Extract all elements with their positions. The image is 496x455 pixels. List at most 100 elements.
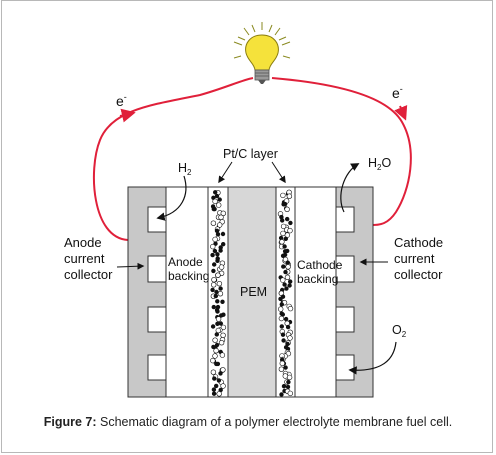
electron-label-right: e- <box>392 84 403 101</box>
catalyst-particle <box>215 299 220 304</box>
catalyst-particle <box>279 324 284 329</box>
catalyst-particle <box>287 390 293 397</box>
catalyst-particle <box>287 283 292 288</box>
pt-c-pointer-left <box>218 161 233 184</box>
catalyst-particle <box>283 269 288 275</box>
catalyst-particle <box>278 315 285 322</box>
catalyst-particle <box>216 378 222 383</box>
catalyst-particle <box>217 222 223 228</box>
catalyst-particle <box>215 272 221 278</box>
catalyst-particle <box>220 367 226 373</box>
catalyst-particle <box>220 231 226 237</box>
catalyst-particle <box>281 384 287 389</box>
h2o-label: H2O <box>368 156 391 172</box>
catalyst-particle <box>221 312 226 317</box>
caption-text: Schematic diagram of a polymer electroly… <box>96 415 453 429</box>
catalyst-particle <box>283 316 289 322</box>
catalyst-particle <box>217 197 222 202</box>
catalyst-particle <box>210 220 217 226</box>
catalyst-particle <box>210 357 216 364</box>
catalyst-particle <box>282 256 289 263</box>
catalyst-particle <box>215 321 220 326</box>
catalyst-particle <box>220 210 227 217</box>
pt-c-pointer-right <box>271 161 286 184</box>
catalyst-particle <box>211 391 217 396</box>
catalyst-particle <box>216 281 223 287</box>
catalyst-particle <box>212 376 217 381</box>
catalyst-particle <box>217 291 224 297</box>
catalyst-particle <box>282 373 288 379</box>
catalyst-particle <box>213 293 219 299</box>
catalyst-particle <box>212 198 218 205</box>
catalyst-particle <box>216 391 222 397</box>
catalyst-particle <box>280 218 285 223</box>
catalyst-particle <box>285 260 290 265</box>
catalyst-particle <box>280 253 286 259</box>
catalyst-particle <box>214 332 220 337</box>
catalyst-particle <box>212 337 218 343</box>
catalyst-particle <box>219 352 226 358</box>
catalyst-particle <box>281 338 286 343</box>
anode-collector-label: Anode current collector <box>64 235 113 282</box>
figure-caption: Figure 7: Schematic diagram of a polymer… <box>0 415 496 429</box>
electron-arrow-icon <box>394 104 408 121</box>
cathode-backing <box>294 186 337 398</box>
catalyst-particle <box>212 248 218 254</box>
catalyst-particle <box>221 242 226 247</box>
catalyst-particle <box>220 324 227 331</box>
anode-current-collector <box>127 186 167 398</box>
catalyst-particle <box>210 287 215 293</box>
figure-label: Figure 7: <box>43 415 97 429</box>
o2-label: O2 <box>392 323 407 339</box>
catalyst-particle <box>284 286 289 291</box>
catalyst-particle <box>218 286 223 291</box>
catalyst-particle <box>280 332 286 337</box>
pt-c-layer-label: Pt/C layer <box>223 147 278 161</box>
catalyst-particle <box>213 190 218 195</box>
pem-label: PEM <box>240 285 267 299</box>
catalyst-particle <box>286 193 293 199</box>
catalyst-particle <box>220 383 226 389</box>
flow-arrow-icon <box>156 175 187 221</box>
catalyst-particle <box>216 202 222 208</box>
catalyst-particle <box>281 202 286 207</box>
catalyst-particle <box>215 327 222 334</box>
catalyst-particles <box>210 189 294 397</box>
catalyst-particle <box>286 379 291 385</box>
catalyst-particle <box>218 214 224 221</box>
catalyst-particle <box>212 236 218 243</box>
circuit-wire <box>92 77 254 241</box>
catalyst-particle <box>278 306 284 312</box>
catalyst-particle <box>285 248 290 254</box>
catalyst-particle <box>214 307 220 313</box>
catalyst-particle <box>210 369 217 375</box>
catalyst-particle <box>211 277 217 283</box>
anode-backing-label: Anode backing <box>168 255 209 283</box>
catalyst-particle <box>279 302 284 307</box>
catalyst-particle <box>211 282 217 288</box>
catalyst-particle <box>218 248 223 253</box>
catalyst-particle <box>210 324 216 329</box>
catalyst-particle <box>283 236 288 242</box>
circuit-wire-right <box>271 77 412 226</box>
catalyst-particle <box>281 264 286 269</box>
catalyst-particle <box>280 192 286 199</box>
anode-label-pointer <box>116 262 145 270</box>
catalyst-particle <box>284 274 291 280</box>
catalyst-particle <box>213 348 219 354</box>
electron-label-left: e- <box>116 92 127 109</box>
catalyst-particle <box>218 264 225 270</box>
catalyst-particle <box>278 366 285 372</box>
catalyst-particle <box>285 324 291 330</box>
catalyst-particle <box>215 232 221 237</box>
catalyst-particle <box>214 193 220 199</box>
catalyst-particle <box>218 340 225 346</box>
catalyst-particle <box>288 220 293 226</box>
catalyst-particle <box>211 387 217 392</box>
light-bulb-icon <box>233 22 291 84</box>
catalyst-particle <box>287 227 293 234</box>
catalyst-particle <box>214 289 219 295</box>
catalyst-particle <box>210 252 215 258</box>
catalyst-particle <box>215 256 220 261</box>
catalyst-particle <box>284 320 290 326</box>
